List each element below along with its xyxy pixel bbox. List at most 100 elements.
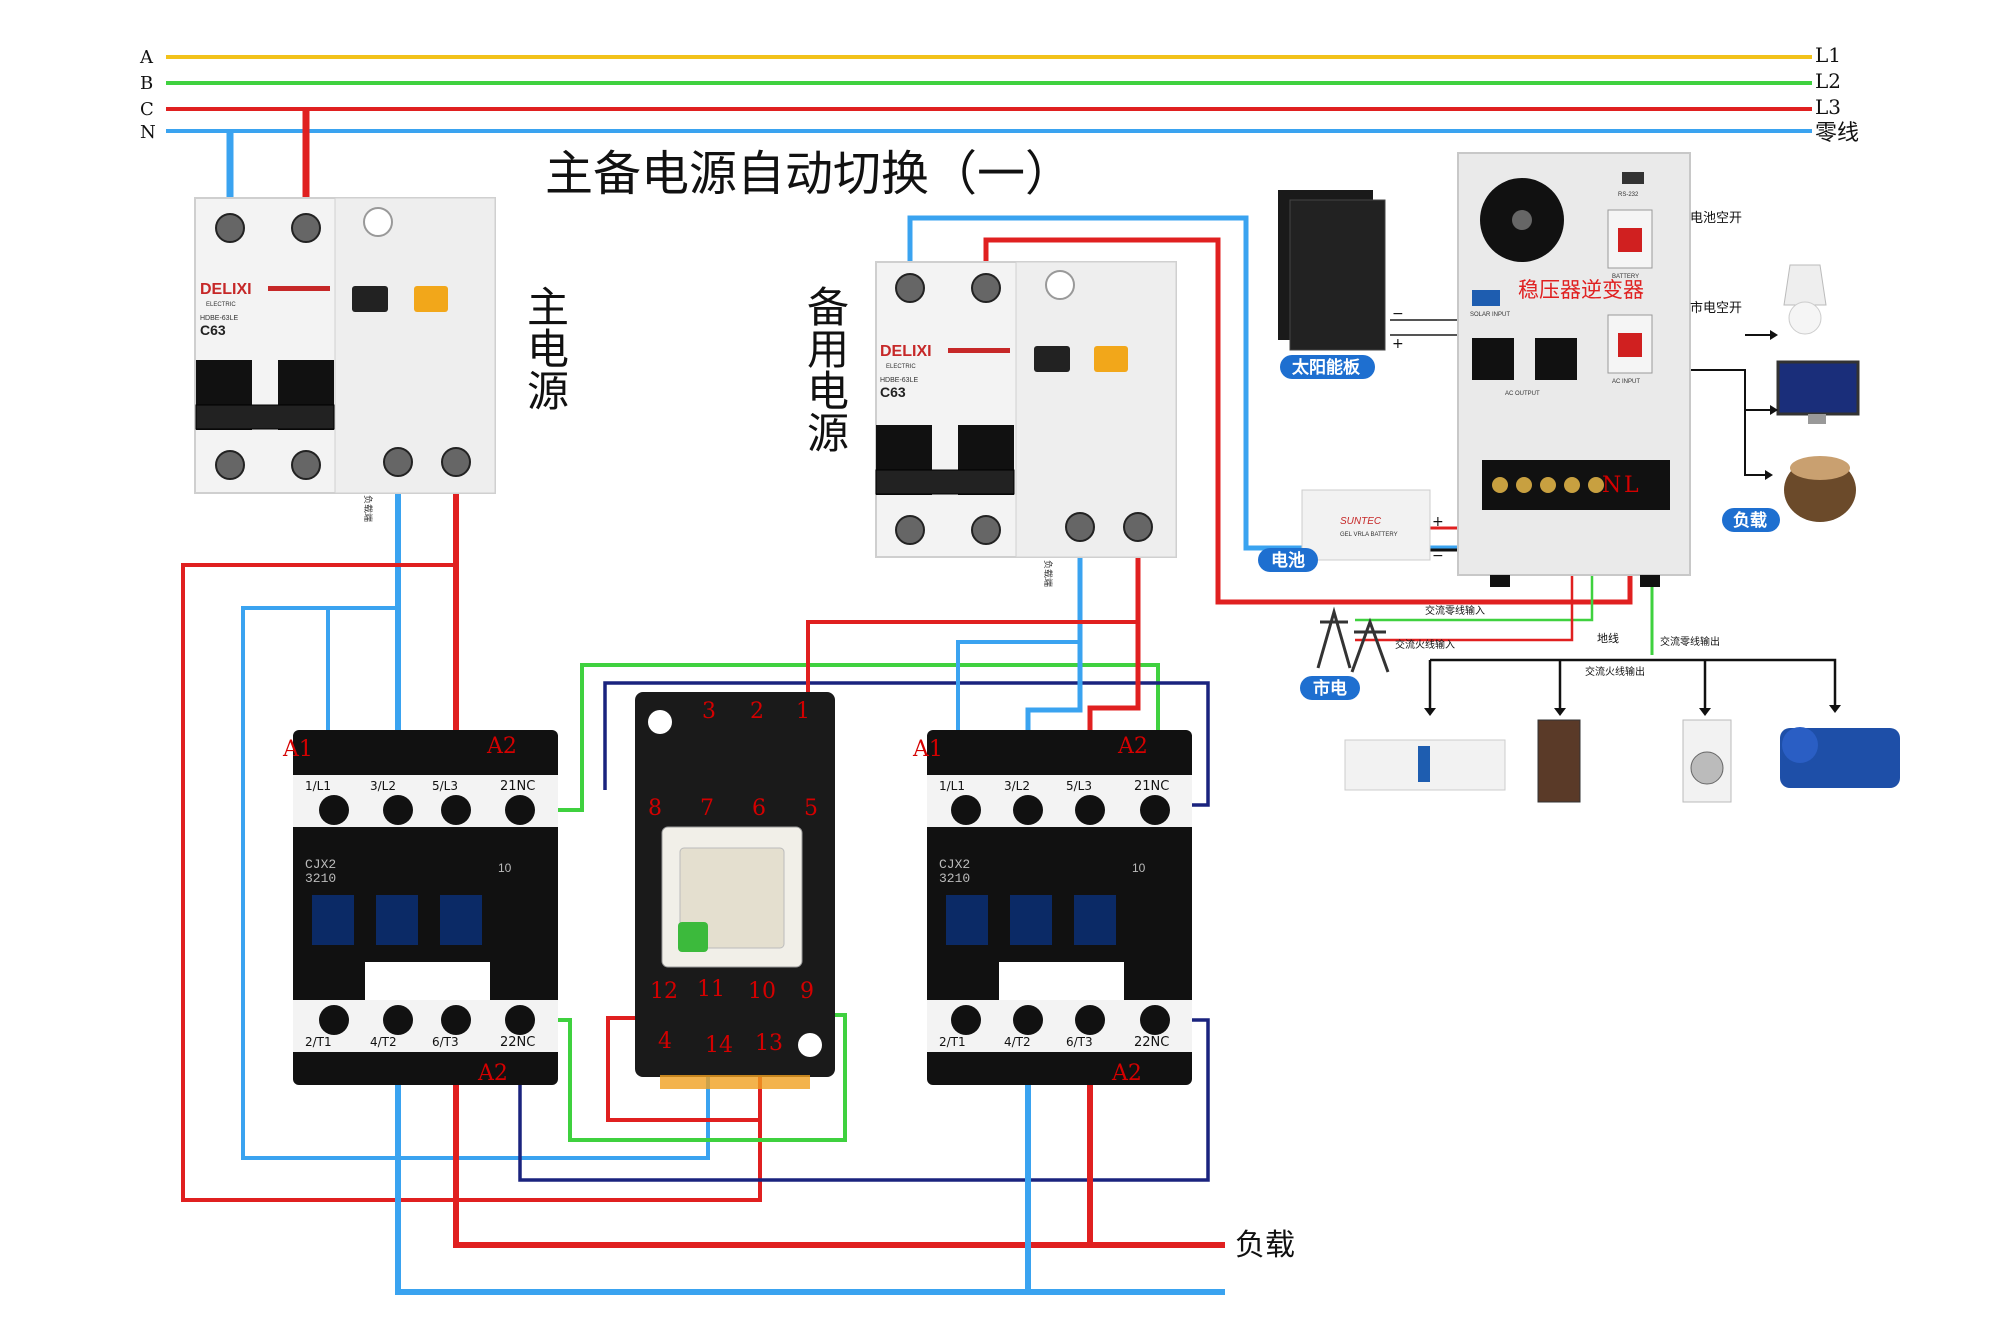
tower-1 (1316, 606, 1352, 669)
wire-label-ac-neutral-out: 交流零线输出 (1660, 635, 1720, 648)
wire-output-black (1430, 658, 1837, 705)
wire-red-relay-loop (606, 1016, 762, 1122)
inverter-label: 稳压器逆变器 (1518, 278, 1644, 302)
contactor-right-top-screw-4 (1140, 795, 1170, 825)
relay-num-12: 12 (650, 979, 678, 1004)
inverter-ac-output-label: AC OUTPUT (1505, 391, 1540, 397)
inverter-solar-input-label: SOLAR INPUT (1470, 312, 1510, 318)
contactor-left-top-screw-1 (319, 795, 349, 825)
inverter-fan-hub (1512, 210, 1532, 230)
contactor-left-bot-screw-4 (505, 1005, 535, 1035)
contactor-right: 1/L1 3/L2 5/L3 21NC CJX2 3210 10 2/T1 4/… (912, 730, 1192, 1086)
main-breaker-test-button[interactable] (352, 286, 388, 312)
contactor-right-a2-bottom: A2 (1111, 1061, 1142, 1086)
wire-backup-live-feed (983, 237, 1633, 605)
backup-breaker-right-module (1015, 261, 1177, 558)
contactor-left-bot-screw-1 (319, 1005, 349, 1035)
contactor-right-bot-screw-2 (1013, 1005, 1043, 1035)
relay-indicator (678, 922, 708, 952)
inverter-battery-plus: + (1432, 514, 1444, 530)
contactor-left-bot-term-4: 22NC (500, 1035, 535, 1050)
washing-machine-door (1690, 751, 1724, 785)
bus-lines: A B C N L1 L2 L3 零线 (139, 43, 1859, 146)
backup-breaker-brand: DELIXI (880, 343, 932, 360)
contactor-left-window-3 (440, 895, 482, 945)
contactor-right-bot-screw-3 (1075, 1005, 1105, 1035)
wire-green-bottom-left (520, 1013, 847, 1142)
wire-left-red-loop (181, 563, 762, 1202)
contactor-left-top-screw-4 (505, 795, 535, 825)
main-breaker-rating: C63 (200, 322, 226, 338)
backup-breaker-brand-sub: ELECTRIC (886, 364, 916, 370)
tower-2 (1350, 617, 1390, 673)
relay-num-11: 11 (697, 977, 725, 1002)
contactor-right-top-term-3: 5/L3 (1066, 779, 1092, 793)
backup-breaker: DELIXI ELECTRIC HDBE-63LE C63 负载端 (875, 261, 1177, 587)
main-breaker-right-module (334, 197, 496, 494)
relay-num-7: 7 (700, 796, 714, 821)
contactor-left-top-screw-2 (383, 795, 413, 825)
inverter-grid-breaker-label: 市电空开 (1690, 300, 1742, 316)
washing-machine-icon (1682, 719, 1732, 803)
bus-label-n: N (140, 122, 156, 143)
inverter-socket-2 (1535, 338, 1577, 380)
inverter-terminal-l: L (1624, 473, 1639, 498)
relay-mount-hole-bottom (798, 1033, 822, 1057)
relay-num-1: 1 (796, 699, 810, 724)
contactor-right-code: 10 (1132, 861, 1146, 875)
backup-breaker-brand-bar (948, 348, 1010, 353)
battery-body (1301, 489, 1431, 561)
lamp-bulb (1788, 301, 1822, 335)
appliances-bottom (1344, 719, 1900, 803)
relay-num-10: 10 (748, 979, 776, 1004)
inverter-solar-plus: + (1392, 336, 1404, 352)
badge-battery: 电池 (1258, 548, 1318, 572)
lamp-icon (1783, 264, 1827, 306)
badge-grid-text: 市电 (1313, 678, 1347, 699)
contactor-left-model2: 3210 (305, 871, 336, 886)
arrow-monitor (1770, 405, 1778, 415)
backup-breaker-toggle-bar (875, 469, 1015, 495)
contactor-right-top-term-2: 3/L2 (1004, 779, 1030, 793)
inverter-foot-left (1490, 575, 1510, 587)
relay-num-4: 4 (658, 1029, 672, 1054)
inverter-battery-breaker-switch (1618, 228, 1642, 252)
grid-tower-icon (1316, 606, 1390, 673)
wire-backup-blue-a1 (956, 640, 1080, 760)
backup-breaker-top-terminal-1 (895, 273, 925, 303)
inverter-solar-port (1472, 290, 1500, 306)
badge-load-bg (1722, 508, 1780, 532)
contactor-left-a2-bottom: A2 (477, 1061, 508, 1086)
inverter-terminal-4 (1564, 477, 1580, 493)
badge-solar-bg (1280, 355, 1375, 379)
contactor-left-top-term-4: 21NC (500, 779, 535, 794)
contactor-left: 1/L1 3/L2 5/L3 21NC CJX2 3210 10 2/T1 4/… (282, 730, 558, 1086)
main-breaker-load-end: 负载端 (362, 495, 374, 522)
relay-num-6: 6 (752, 796, 766, 821)
backup-breaker-test-button[interactable] (1034, 346, 1070, 372)
rice-cooker-lid (1790, 456, 1850, 480)
inverter-terminal-3 (1540, 477, 1556, 493)
solar-panel (1278, 190, 1386, 351)
arrow-ac (1424, 708, 1436, 716)
badge-load-text: 负载 (1733, 510, 1767, 531)
wire-label-ac-live-out: 交流火线输出 (1585, 665, 1645, 678)
main-breaker-bottom-terminal-3 (383, 447, 413, 477)
backup-breaker-bottom-terminal-3 (1065, 512, 1095, 542)
monitor-stand (1808, 414, 1826, 424)
bus-label-l1: L1 (1815, 43, 1841, 67)
battery-brand: SUNTEC (1340, 516, 1382, 527)
badge-grid-bg (1300, 676, 1360, 700)
backup-breaker-bottom-terminal-4 (1123, 512, 1153, 542)
backup-breaker-reset-button[interactable] (1094, 346, 1128, 372)
main-breaker-reset-button[interactable] (414, 286, 448, 312)
relay-num-2: 2 (750, 699, 764, 724)
bus-label-neutral: 零线 (1815, 121, 1859, 146)
main-breaker-model: HDBE-63LE (200, 315, 238, 322)
battery: SUNTEC GEL VRLA BATTERY (1301, 489, 1431, 561)
main-breaker-bottom-terminal-2 (291, 450, 321, 480)
main-breaker: DELIXI ELECTRIC HDBE-63LE C63 负载端 (194, 197, 496, 522)
main-breaker-indicator (363, 207, 393, 237)
wire-label-ac-neutral-in: 交流零线输入 (1425, 604, 1485, 617)
